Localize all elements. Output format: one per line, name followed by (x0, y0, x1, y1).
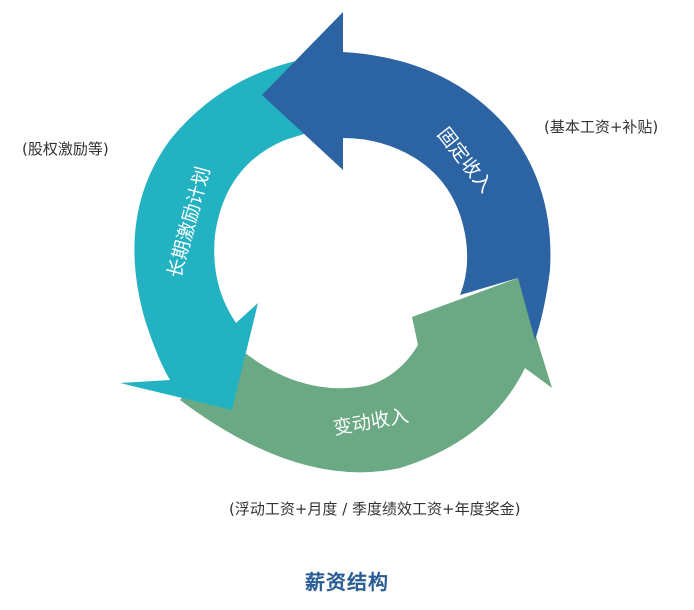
long-term-incentive-arrow (120, 60, 318, 410)
variable-income-note: (浮动工资+月度 / 季度绩效工资+年度奖金) (229, 500, 521, 518)
fixed-income-arrow (262, 12, 551, 340)
long-term-incentive-note: (股权激励等) (22, 140, 109, 158)
diagram-caption: 薪资结构 (305, 570, 389, 594)
variable-income-arrow (180, 278, 552, 473)
fixed-income-note: (基本工资+补贴) (544, 118, 659, 136)
